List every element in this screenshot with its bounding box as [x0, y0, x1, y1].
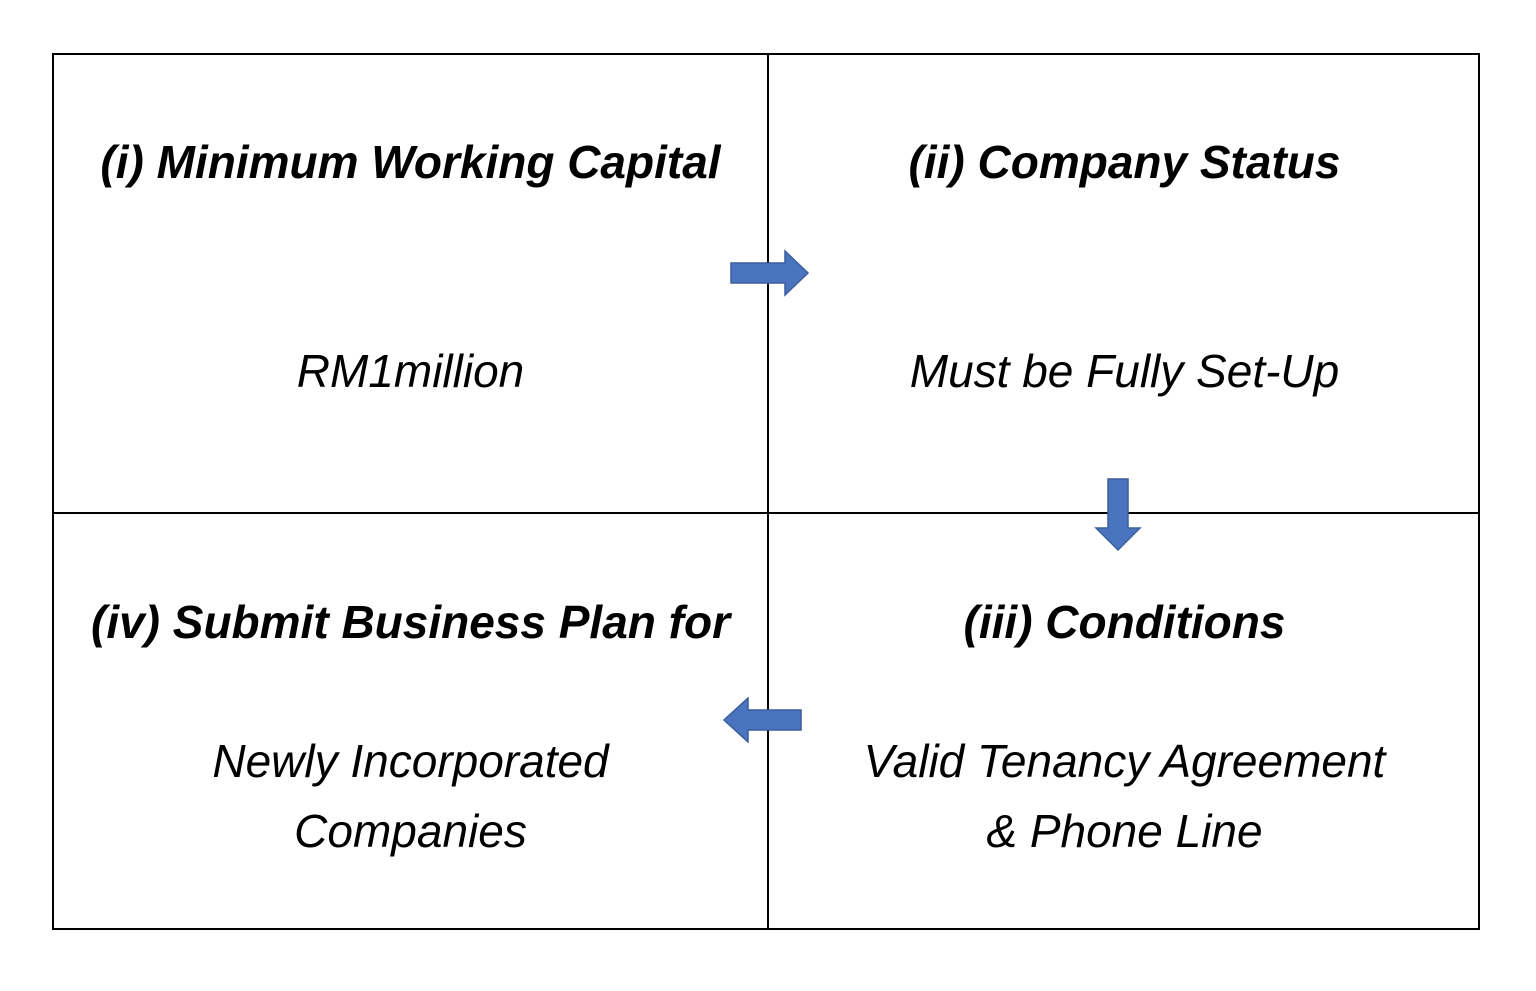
cell-conditions: (iii) Conditions Valid Tenancy Agreement…	[769, 514, 1480, 930]
horizontal-divider	[54, 512, 1478, 514]
cell-title: (ii) Company Status	[908, 136, 1341, 188]
arrow-down-icon	[1094, 478, 1142, 552]
cell-company-status: (ii) Company Status Must be Fully Set-Up	[769, 55, 1480, 512]
cell-minimum-working-capital: (i) Minimum Working Capital RM1million	[54, 55, 767, 512]
cell-body: RM1million	[296, 345, 525, 397]
cell-body: Must be Fully Set-Up	[909, 345, 1340, 397]
flow-grid: (i) Minimum Working Capital RM1million (…	[52, 53, 1480, 930]
cell-submit-business-plan: (iv) Submit Business Plan for Newly Inco…	[54, 514, 767, 930]
cell-title: (iii) Conditions	[963, 596, 1286, 648]
arrow-left-icon	[722, 697, 802, 743]
cell-body: Newly Incorporated Companies	[212, 735, 609, 857]
cell-title: (iv) Submit Business Plan for	[91, 596, 730, 648]
vertical-divider	[767, 55, 769, 928]
arrow-right-icon	[730, 249, 810, 297]
cell-body: Valid Tenancy Agreement & Phone Line	[863, 735, 1386, 857]
cell-title: (i) Minimum Working Capital	[100, 136, 721, 188]
